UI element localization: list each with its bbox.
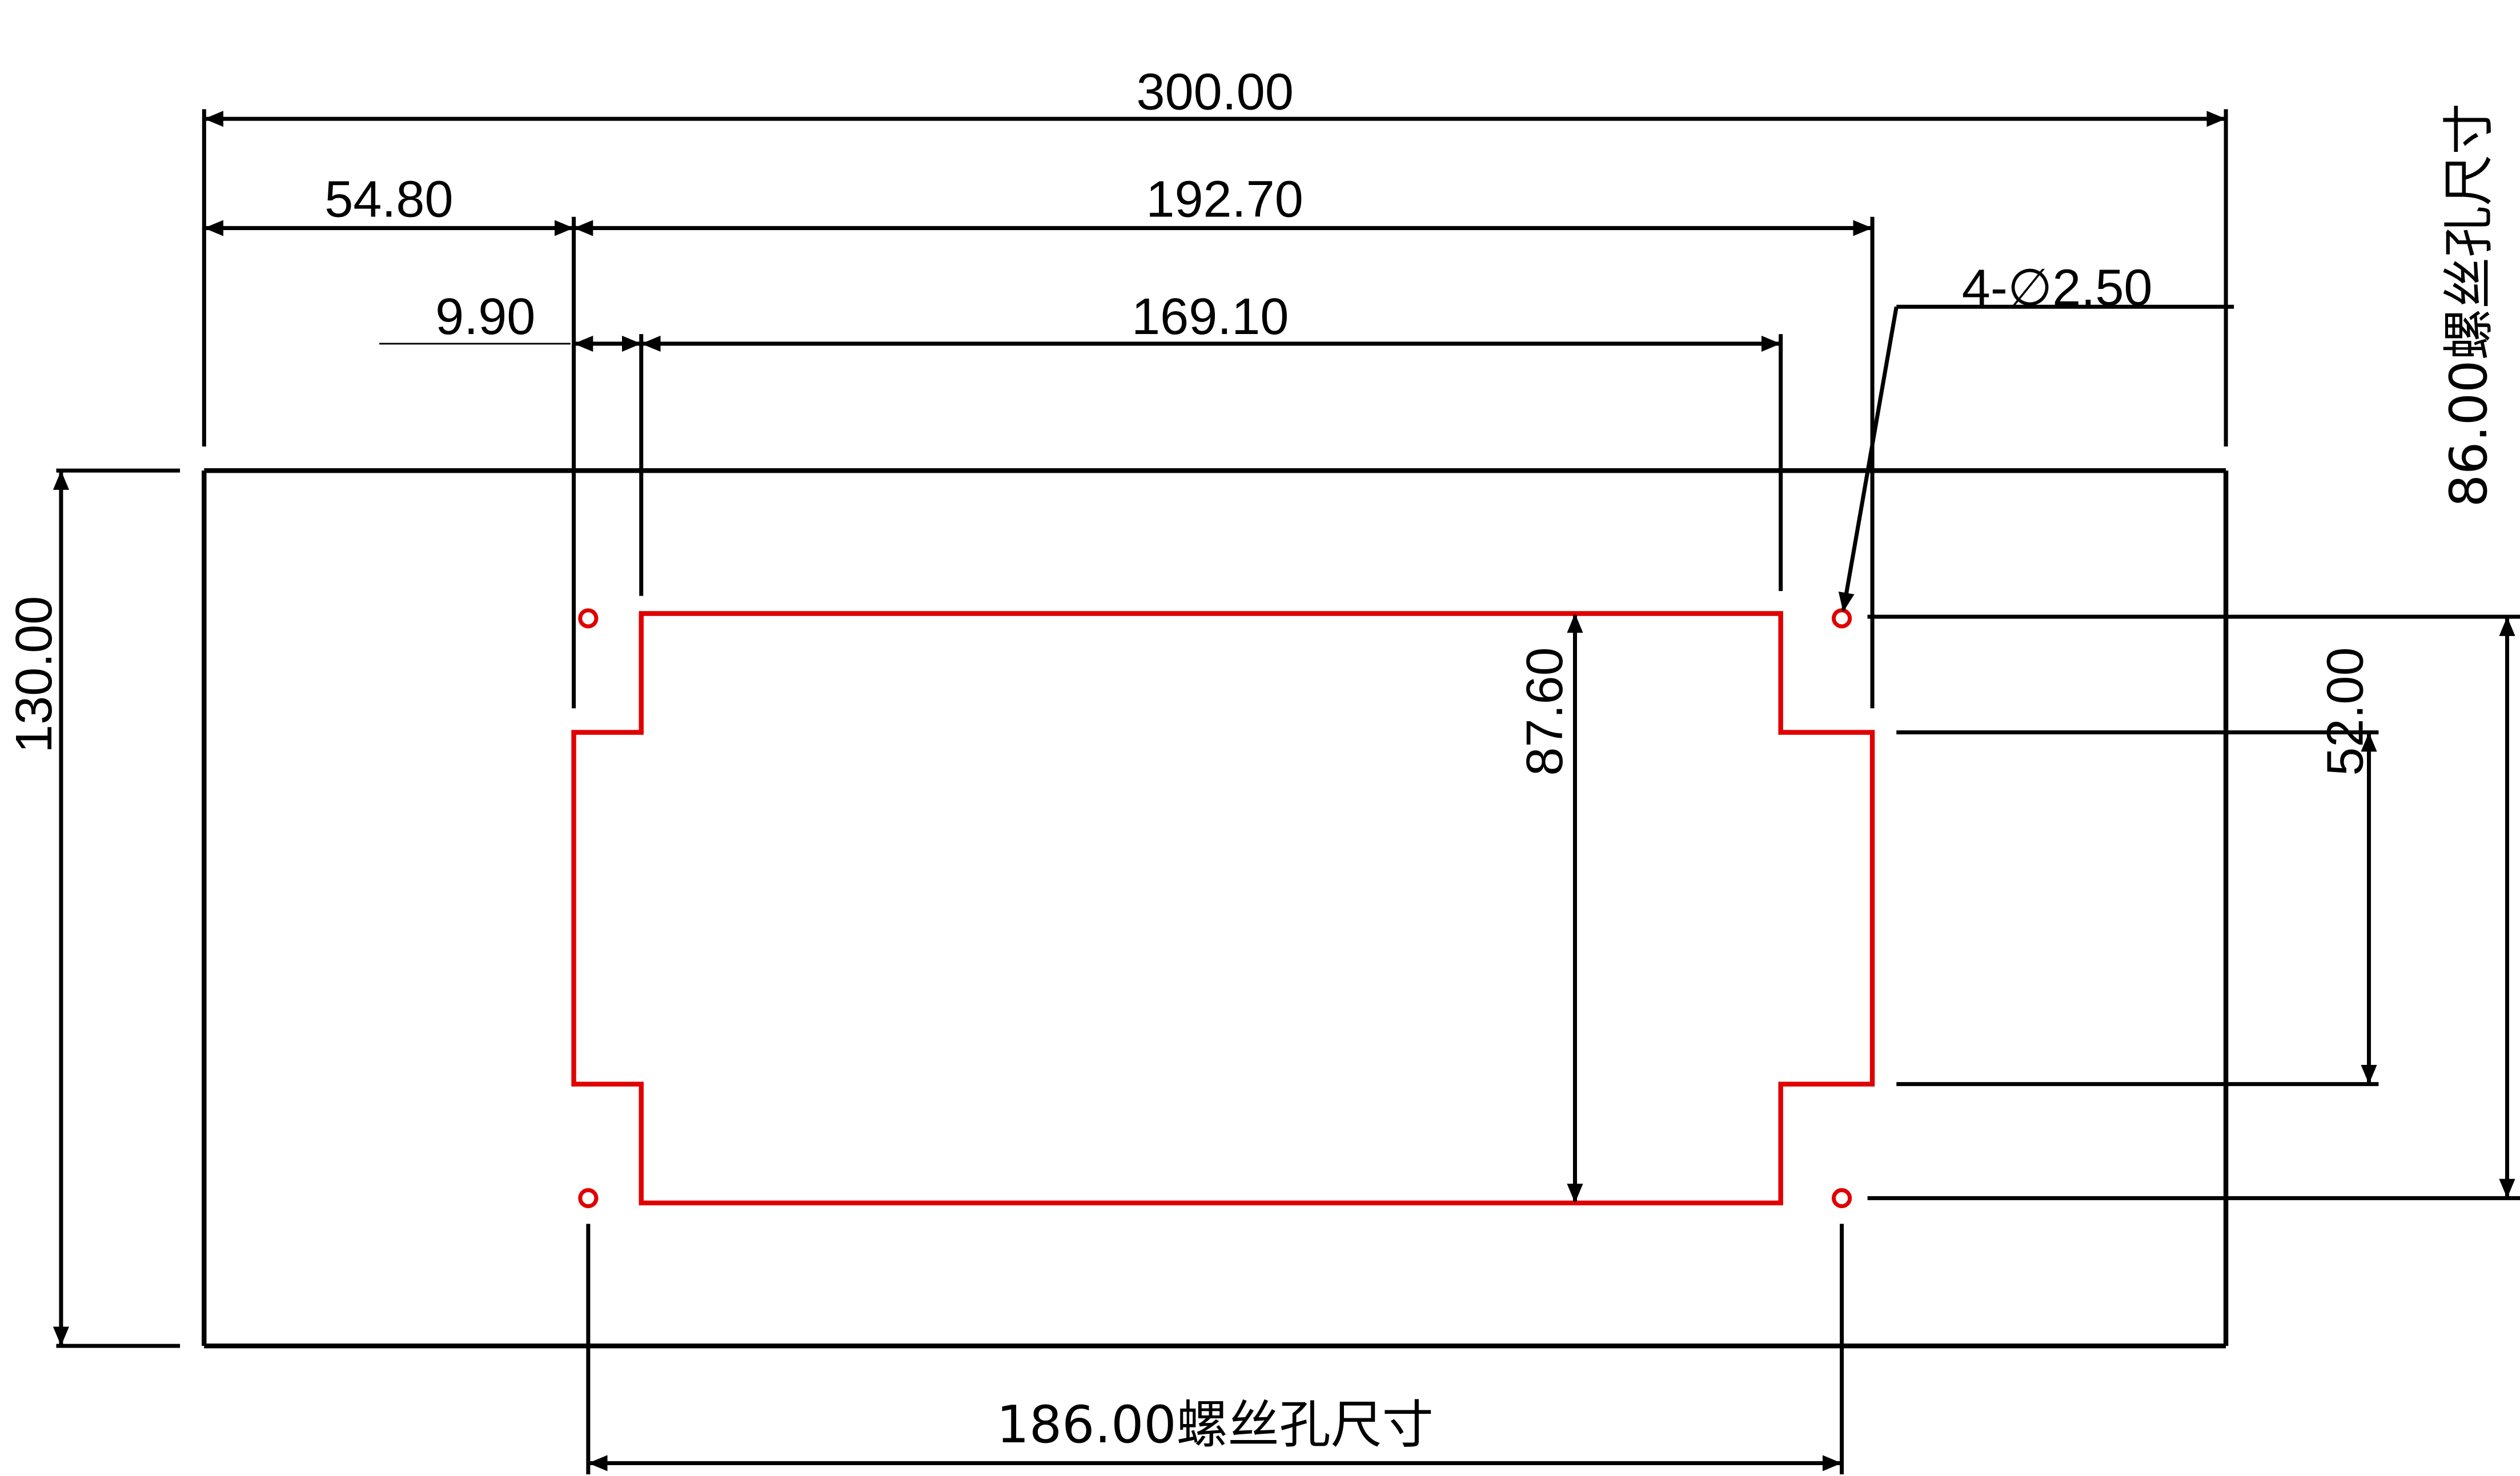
- label-overall-height: 130.00: [6, 596, 63, 753]
- label-cutout-outer-width: 192.70: [1146, 171, 1303, 228]
- label-hole-callout: 4-∅2.50: [1962, 259, 2153, 316]
- extension-lines: [56, 109, 2520, 1475]
- screw-hole-bottom-left: [578, 1188, 599, 1208]
- label-screw-hole-vertical: 86.00螺丝孔尺寸: [2439, 103, 2499, 508]
- screw-hole-top-right: [1832, 608, 1852, 629]
- label-overall-width: 300.00: [1137, 63, 1294, 120]
- screw-hole-top-left: [578, 608, 599, 629]
- label-notch-height: 52.00: [2317, 647, 2374, 775]
- cutout-outline: [571, 611, 1875, 1206]
- hole-callout-leader: [1838, 304, 2234, 612]
- label-step-offset: 9.90: [435, 288, 535, 345]
- screw-holes: [578, 608, 1852, 1208]
- dimension-lines: [53, 111, 2515, 1471]
- panel-outline: [202, 468, 2229, 1349]
- label-cutout-height: 87.60: [1516, 647, 1574, 775]
- screw-hole-bottom-right: [1832, 1188, 1852, 1208]
- label-left-offset: 54.80: [324, 171, 453, 228]
- label-cutout-inner-width: 169.10: [1131, 288, 1289, 345]
- label-screw-hole-horizontal: 186.00螺丝孔尺寸: [997, 1395, 1434, 1455]
